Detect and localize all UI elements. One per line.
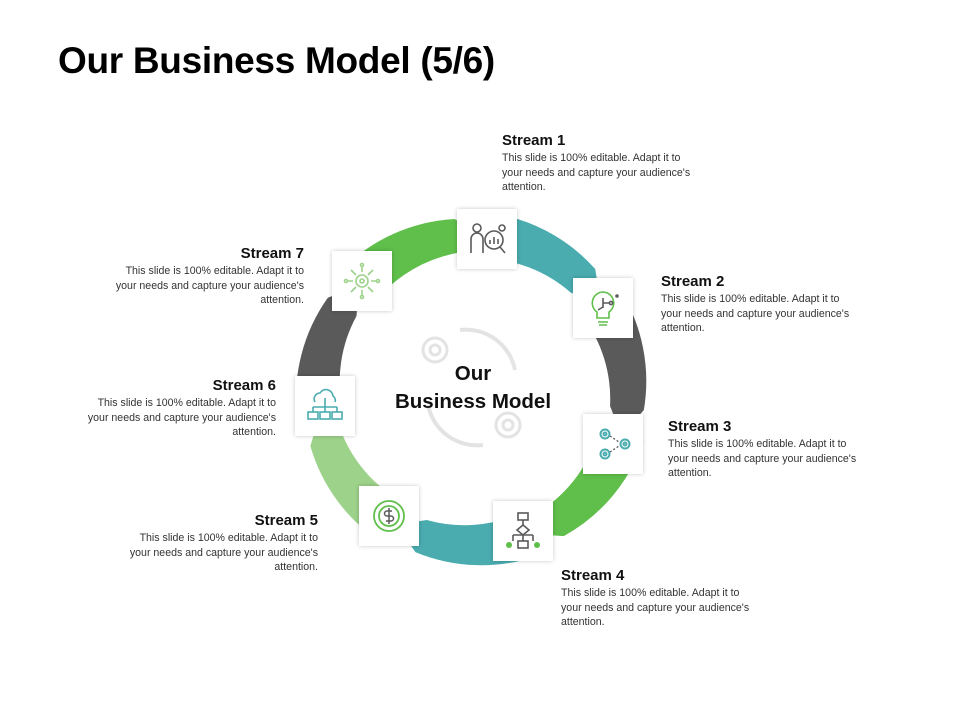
stream-2-description: This slide is 100% editable. Adapt it to… [661, 293, 850, 334]
stream-7-icon-box [332, 251, 392, 311]
stream-6-icon-box [295, 376, 355, 436]
stream-3: Stream 3 This slide is 100% editable. Ad… [668, 418, 868, 481]
stream-3-icon-box [583, 414, 643, 474]
stream-6-description: This slide is 100% editable. Adapt it to… [87, 397, 276, 438]
stream-3-title: Stream 3 [668, 418, 732, 435]
page-title: Our Business Model (5/6) [58, 40, 495, 81]
stream-4-description: This slide is 100% editable. Adapt it to… [561, 587, 750, 628]
background-gears-icon [421, 327, 522, 448]
idea-bulb-circuit-icon [591, 291, 619, 326]
stream-4-title: Stream 4 [561, 567, 625, 584]
stream-5-title: Stream 5 [254, 512, 318, 529]
stream-2-icon-box [573, 278, 633, 338]
stream-3-description: This slide is 100% editable. Adapt it to… [668, 438, 857, 479]
center-label-line2: Business Model [394, 390, 552, 413]
center-label: Our Business Model [373, 360, 573, 416]
gear-circuit-icon [343, 262, 381, 300]
stream-4-icon-box [493, 501, 553, 561]
stream-1-icon-box [457, 209, 517, 269]
hierarchy-cloud-icon [307, 388, 343, 420]
stream-5: Stream 5 This slide is 100% editable. Ad… [118, 512, 318, 575]
stream-7: Stream 7 This slide is 100% editable. Ad… [104, 245, 304, 308]
stream-5-icon-box [359, 486, 419, 546]
ring-arrow-segment-7 [310, 414, 408, 545]
stream-6: Stream 6 This slide is 100% editable. Ad… [76, 377, 276, 440]
stream-7-description: This slide is 100% editable. Adapt it to… [115, 265, 304, 306]
flowchart-icon [506, 512, 540, 549]
stream-2: Stream 2 This slide is 100% editable. Ad… [661, 273, 861, 336]
stream-1-description: This slide is 100% editable. Adapt it to… [502, 152, 691, 193]
stream-5-description: This slide is 100% editable. Adapt it to… [129, 532, 318, 573]
stream-7-title: Stream 7 [240, 245, 304, 262]
stream-1-title: Stream 1 [502, 132, 566, 149]
stream-6-title: Stream 6 [212, 377, 276, 394]
stream-1: Stream 1 This slide is 100% editable. Ad… [502, 132, 702, 195]
stream-2-title: Stream 2 [661, 273, 725, 290]
stream-4: Stream 4 This slide is 100% editable. Ad… [561, 567, 761, 630]
gears-network-icon [599, 428, 631, 460]
dollar-cycle-icon [373, 500, 405, 532]
center-label-line1: Our [454, 362, 492, 385]
business-people-chart-icon [470, 223, 506, 254]
